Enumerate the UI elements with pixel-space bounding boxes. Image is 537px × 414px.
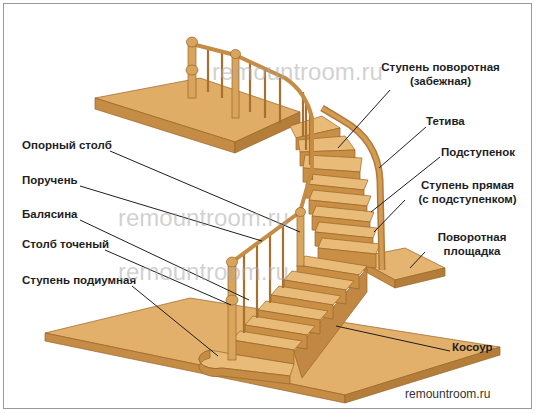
watermark: remountroom.ru [405,387,490,401]
part-name: Косоур [452,340,522,354]
part-name: Ступень прямая (с подступенком) [400,178,535,206]
part-name: Ступень поворотная (забежная) [373,60,508,88]
part-name: Подступенок [441,145,531,159]
watermark: remountroom.ru [118,204,289,232]
part-name: Столб точеный [22,237,142,251]
part-name: Опорный столб [22,138,142,152]
part-name: Поручень [22,173,142,187]
watermark: remountroom.ru [212,58,383,86]
part-name: Тетива [426,114,496,128]
part-name: Поворотная площадка [418,230,526,258]
watermark: remountroom.ru [118,258,289,286]
